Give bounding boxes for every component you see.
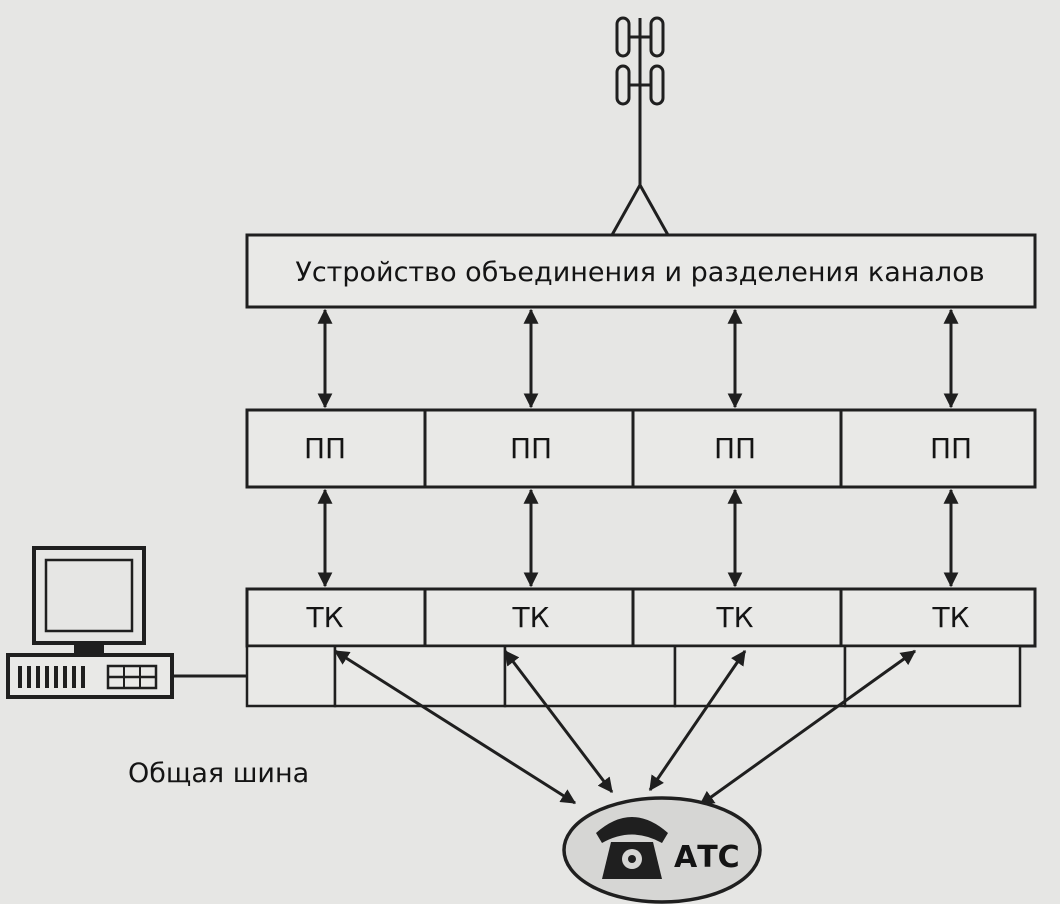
mux-pp-arrows [317, 308, 959, 409]
pp-box-1 [245, 408, 427, 489]
pp-tk-arrows [317, 488, 959, 588]
pp-label-4: ПП [930, 432, 972, 465]
telephone-icon [596, 817, 668, 879]
pp-box-3 [631, 408, 843, 489]
pp-row: ПП ПП ПП ПП [245, 408, 1037, 489]
exchange-label: АТС [674, 840, 740, 875]
tk-label-4: ТК [932, 601, 970, 634]
tk-box-2 [423, 587, 635, 648]
common-bus-label: Общая шина [128, 758, 309, 789]
tk-box-1 [245, 587, 427, 648]
pp-label-3: ПП [714, 432, 756, 465]
bus-segment-4 [673, 644, 847, 708]
bus-segment-1 [245, 644, 337, 708]
tk-label-3: ТК [716, 601, 754, 634]
mux-device-label: Устройство объединения и разделения кана… [295, 257, 984, 288]
bus-segment-3 [503, 644, 677, 708]
tk-row: ТК ТК ТК ТК [245, 587, 1037, 648]
tk-label-1: ТК [306, 601, 344, 634]
pp-label-2: ПП [510, 432, 552, 465]
antenna-icon [610, 16, 670, 236]
bus-exchange-arrows [333, 649, 917, 807]
computer-icon [6, 546, 174, 699]
tk-label-2: ТК [512, 601, 550, 634]
common-bus [245, 644, 1022, 708]
pp-box-4 [839, 408, 1037, 489]
bus-segment-2 [333, 644, 507, 708]
pp-label-1: ПП [304, 432, 346, 465]
tk-box-4 [839, 587, 1037, 648]
bus-segment-5 [843, 644, 1022, 708]
pp-box-2 [423, 408, 635, 489]
mux-device-box [245, 233, 1037, 309]
